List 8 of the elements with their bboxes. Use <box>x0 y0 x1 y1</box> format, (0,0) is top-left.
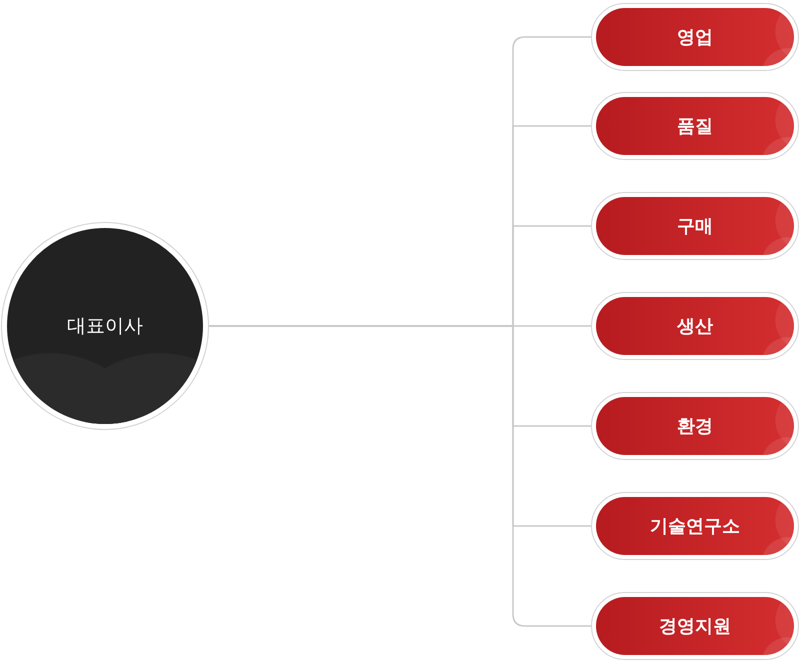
department-pill: 생산 <box>591 292 799 360</box>
department-pill: 기술연구소 <box>591 492 799 560</box>
executive-circle: 대표이사 <box>1 222 209 430</box>
department-pill: 품질 <box>591 92 799 160</box>
department-pill: 구매 <box>591 192 799 260</box>
department-pill: 경영지원 <box>591 592 799 660</box>
department-pill: 환경 <box>591 392 799 460</box>
department-pill: 영업 <box>591 3 799 71</box>
